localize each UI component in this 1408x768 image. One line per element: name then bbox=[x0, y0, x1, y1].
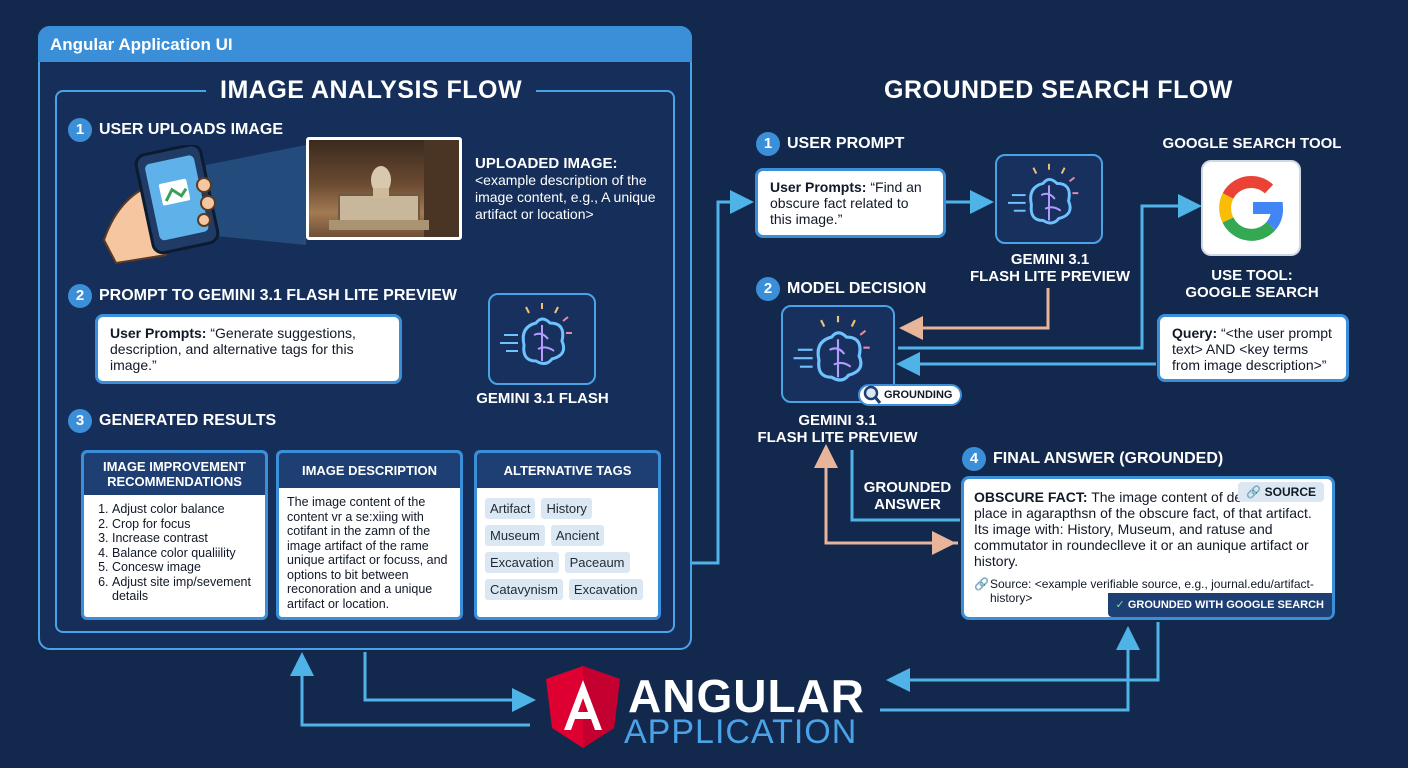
uploaded-image-caption: UPLOADED IMAGE: <example description of … bbox=[475, 155, 675, 223]
tag-list: Artifact History Museum Ancient Excavati… bbox=[477, 488, 658, 610]
grounding-badge: GROUNDING bbox=[858, 384, 963, 406]
uploaded-photo bbox=[306, 137, 462, 240]
alt-tags-panel: ALTERNATIVE TAGS Artifact History Museum… bbox=[474, 450, 661, 620]
step-number: 2 bbox=[756, 277, 780, 301]
wire-answer-to-app bbox=[886, 622, 1160, 692]
google-tile bbox=[1201, 160, 1301, 256]
image-prompt-box: User Prompts: “Generate suggestions, des… bbox=[95, 314, 402, 384]
source-line: 🔗 Source: <example verifiable source, e.… bbox=[974, 577, 1322, 605]
link-icon: 🔗 bbox=[1246, 485, 1262, 499]
wire-gemini-to-model bbox=[899, 288, 1050, 340]
step-number: 2 bbox=[68, 284, 92, 308]
tag-chip: History bbox=[541, 498, 592, 519]
recommendations-title: IMAGE IMPROVEMENT RECOMMENDATIONS bbox=[84, 453, 265, 495]
list-item: Concesw image bbox=[112, 560, 257, 575]
list-item: Crop for focus bbox=[112, 517, 257, 532]
source-text[interactable]: Source: <example verifiable source, e.g.… bbox=[990, 577, 1314, 605]
uploaded-image-text: <example description of the image conten… bbox=[475, 172, 656, 222]
prompt-prefix: User Prompts: bbox=[770, 179, 867, 195]
answer-text: The image content of denorimes a place i… bbox=[974, 489, 1312, 569]
answer-body: OBSCURE FACT: The image content of denor… bbox=[974, 489, 1322, 569]
grounding-badge-label: GROUNDING bbox=[858, 384, 963, 406]
gemini-flash-caption: GEMINI 3.1 FLASH bbox=[476, 390, 609, 407]
tag-chip: Artifact bbox=[485, 498, 536, 519]
search-step4-heading: 4 FINAL ANSWER (GROUNDED) bbox=[962, 447, 1223, 471]
step-number: 1 bbox=[68, 118, 92, 142]
uploaded-image-heading: UPLOADED IMAGE: bbox=[475, 155, 618, 172]
angular-wordmark: ANGULAR bbox=[628, 670, 865, 722]
tag-chip: Catavynism bbox=[485, 579, 563, 600]
query-box: Query: “<the user prompt text> AND <key … bbox=[1157, 314, 1349, 382]
step3-results-heading: 3 GENERATED RESULTS bbox=[68, 409, 276, 433]
search-flow-title: GROUNDED SEARCH FLOW bbox=[870, 76, 1247, 105]
description-title: IMAGE DESCRIPTION bbox=[279, 453, 460, 488]
magnifier-icon bbox=[863, 385, 882, 404]
query-text: “<the user prompt text> AND <key terms f… bbox=[1172, 325, 1332, 373]
wire-app-to-answer bbox=[880, 626, 1140, 712]
use-tool-label: USE TOOL: GOOGLE SEARCH bbox=[1185, 267, 1319, 301]
google-g-icon bbox=[1219, 176, 1283, 241]
source-badge-label: SOURCE bbox=[1264, 485, 1316, 499]
step-label: USER UPLOADS IMAGE bbox=[99, 121, 284, 138]
step-label: GENERATED RESULTS bbox=[99, 412, 277, 429]
step-label: FINAL ANSWER (GROUNDED) bbox=[993, 450, 1224, 467]
list-item: Balance color qualiility bbox=[112, 546, 257, 561]
angular-shield-icon bbox=[546, 666, 620, 748]
brain-icon bbox=[500, 303, 572, 366]
list-item: Increase contrast bbox=[112, 531, 257, 546]
tag-chip: Museum bbox=[485, 525, 545, 546]
gemini-lite-tile-top bbox=[995, 154, 1103, 244]
grounded-strip-label: GROUNDED WITH GOOGLE SEARCH bbox=[1127, 599, 1324, 611]
grounded-answer-label: GROUNDED ANSWER bbox=[863, 479, 952, 513]
list-item: Adjust color balance bbox=[112, 502, 257, 517]
step1-upload-heading: 1 USER UPLOADS IMAGE bbox=[68, 118, 283, 142]
description-text: The image content of the content vr a se… bbox=[287, 495, 448, 611]
step-label: MODEL DECISION bbox=[787, 280, 927, 297]
prompt-prefix: User Prompts: bbox=[110, 325, 207, 341]
tag-chip: Excavation bbox=[568, 579, 643, 600]
image-flow-title: IMAGE ANALYSIS FLOW bbox=[206, 76, 537, 105]
final-answer-card: 🔗 SOURCE OBSCURE FACT: The image content… bbox=[961, 476, 1335, 620]
step-number: 3 bbox=[68, 409, 92, 433]
step-label: PROMPT TO GEMINI 3.1 FLASH LITE PREVIEW bbox=[99, 287, 457, 304]
app-frame-title: Angular Application UI bbox=[38, 26, 692, 62]
prompt-text: “Generate suggestions, description, and … bbox=[110, 325, 356, 373]
step2-prompt-heading: 2 PROMPT TO GEMINI 3.1 FLASH LITE PREVIE… bbox=[68, 284, 457, 308]
application-wordmark: APPLICATION bbox=[624, 713, 858, 751]
tag-chip: Ancient bbox=[550, 525, 605, 546]
search-step2-heading: 2 MODEL DECISION bbox=[756, 277, 926, 301]
tag-chip: Excavation bbox=[485, 552, 559, 573]
gemini-flash-tile bbox=[488, 293, 596, 385]
description-panel: IMAGE DESCRIPTION The image content of t… bbox=[276, 450, 463, 620]
recommendations-list: Adjust color balance Crop for focus Incr… bbox=[92, 502, 257, 604]
link-icon: 🔗 bbox=[974, 577, 989, 591]
prompt-text: “Find an obscure fact related to this im… bbox=[770, 179, 922, 227]
step-number: 1 bbox=[756, 132, 780, 156]
source-badge: 🔗 SOURCE bbox=[1238, 482, 1324, 502]
tag-chip: Paceaum bbox=[564, 552, 630, 573]
check-icon: ✓ bbox=[1115, 599, 1125, 611]
step-number: 4 bbox=[962, 447, 986, 471]
query-prefix: Query: bbox=[1172, 325, 1218, 341]
alt-tags-title: ALTERNATIVE TAGS bbox=[477, 453, 658, 488]
search-step1-heading: 1 USER PROMPT bbox=[756, 132, 904, 156]
wire-flow-to-app bbox=[290, 652, 530, 727]
brain-icon bbox=[793, 315, 870, 382]
recommendations-panel: IMAGE IMPROVEMENT RECOMMENDATIONS Adjust… bbox=[81, 450, 268, 620]
search-prompt-box: User Prompts: “Find an obscure fact rela… bbox=[755, 168, 946, 238]
list-item: Adjust site imp/sevement details bbox=[112, 575, 257, 604]
gemini-lite-caption-bottom: GEMINI 3.1 FLASH LITE PREVIEW bbox=[757, 412, 918, 446]
brain-icon bbox=[1007, 163, 1079, 225]
gemini-lite-caption-top: GEMINI 3.1 FLASH LITE PREVIEW bbox=[969, 251, 1130, 285]
wire-app-to-flow bbox=[363, 652, 536, 712]
step-label: USER PROMPT bbox=[787, 135, 905, 152]
google-search-tool-label: GOOGLE SEARCH TOOL bbox=[1162, 135, 1342, 152]
grounded-with-google-strip: ✓ GROUNDED WITH GOOGLE SEARCH bbox=[1107, 593, 1332, 617]
answer-prefix: OBSCURE FACT: bbox=[974, 489, 1088, 505]
hand-phone-icon bbox=[102, 145, 306, 265]
